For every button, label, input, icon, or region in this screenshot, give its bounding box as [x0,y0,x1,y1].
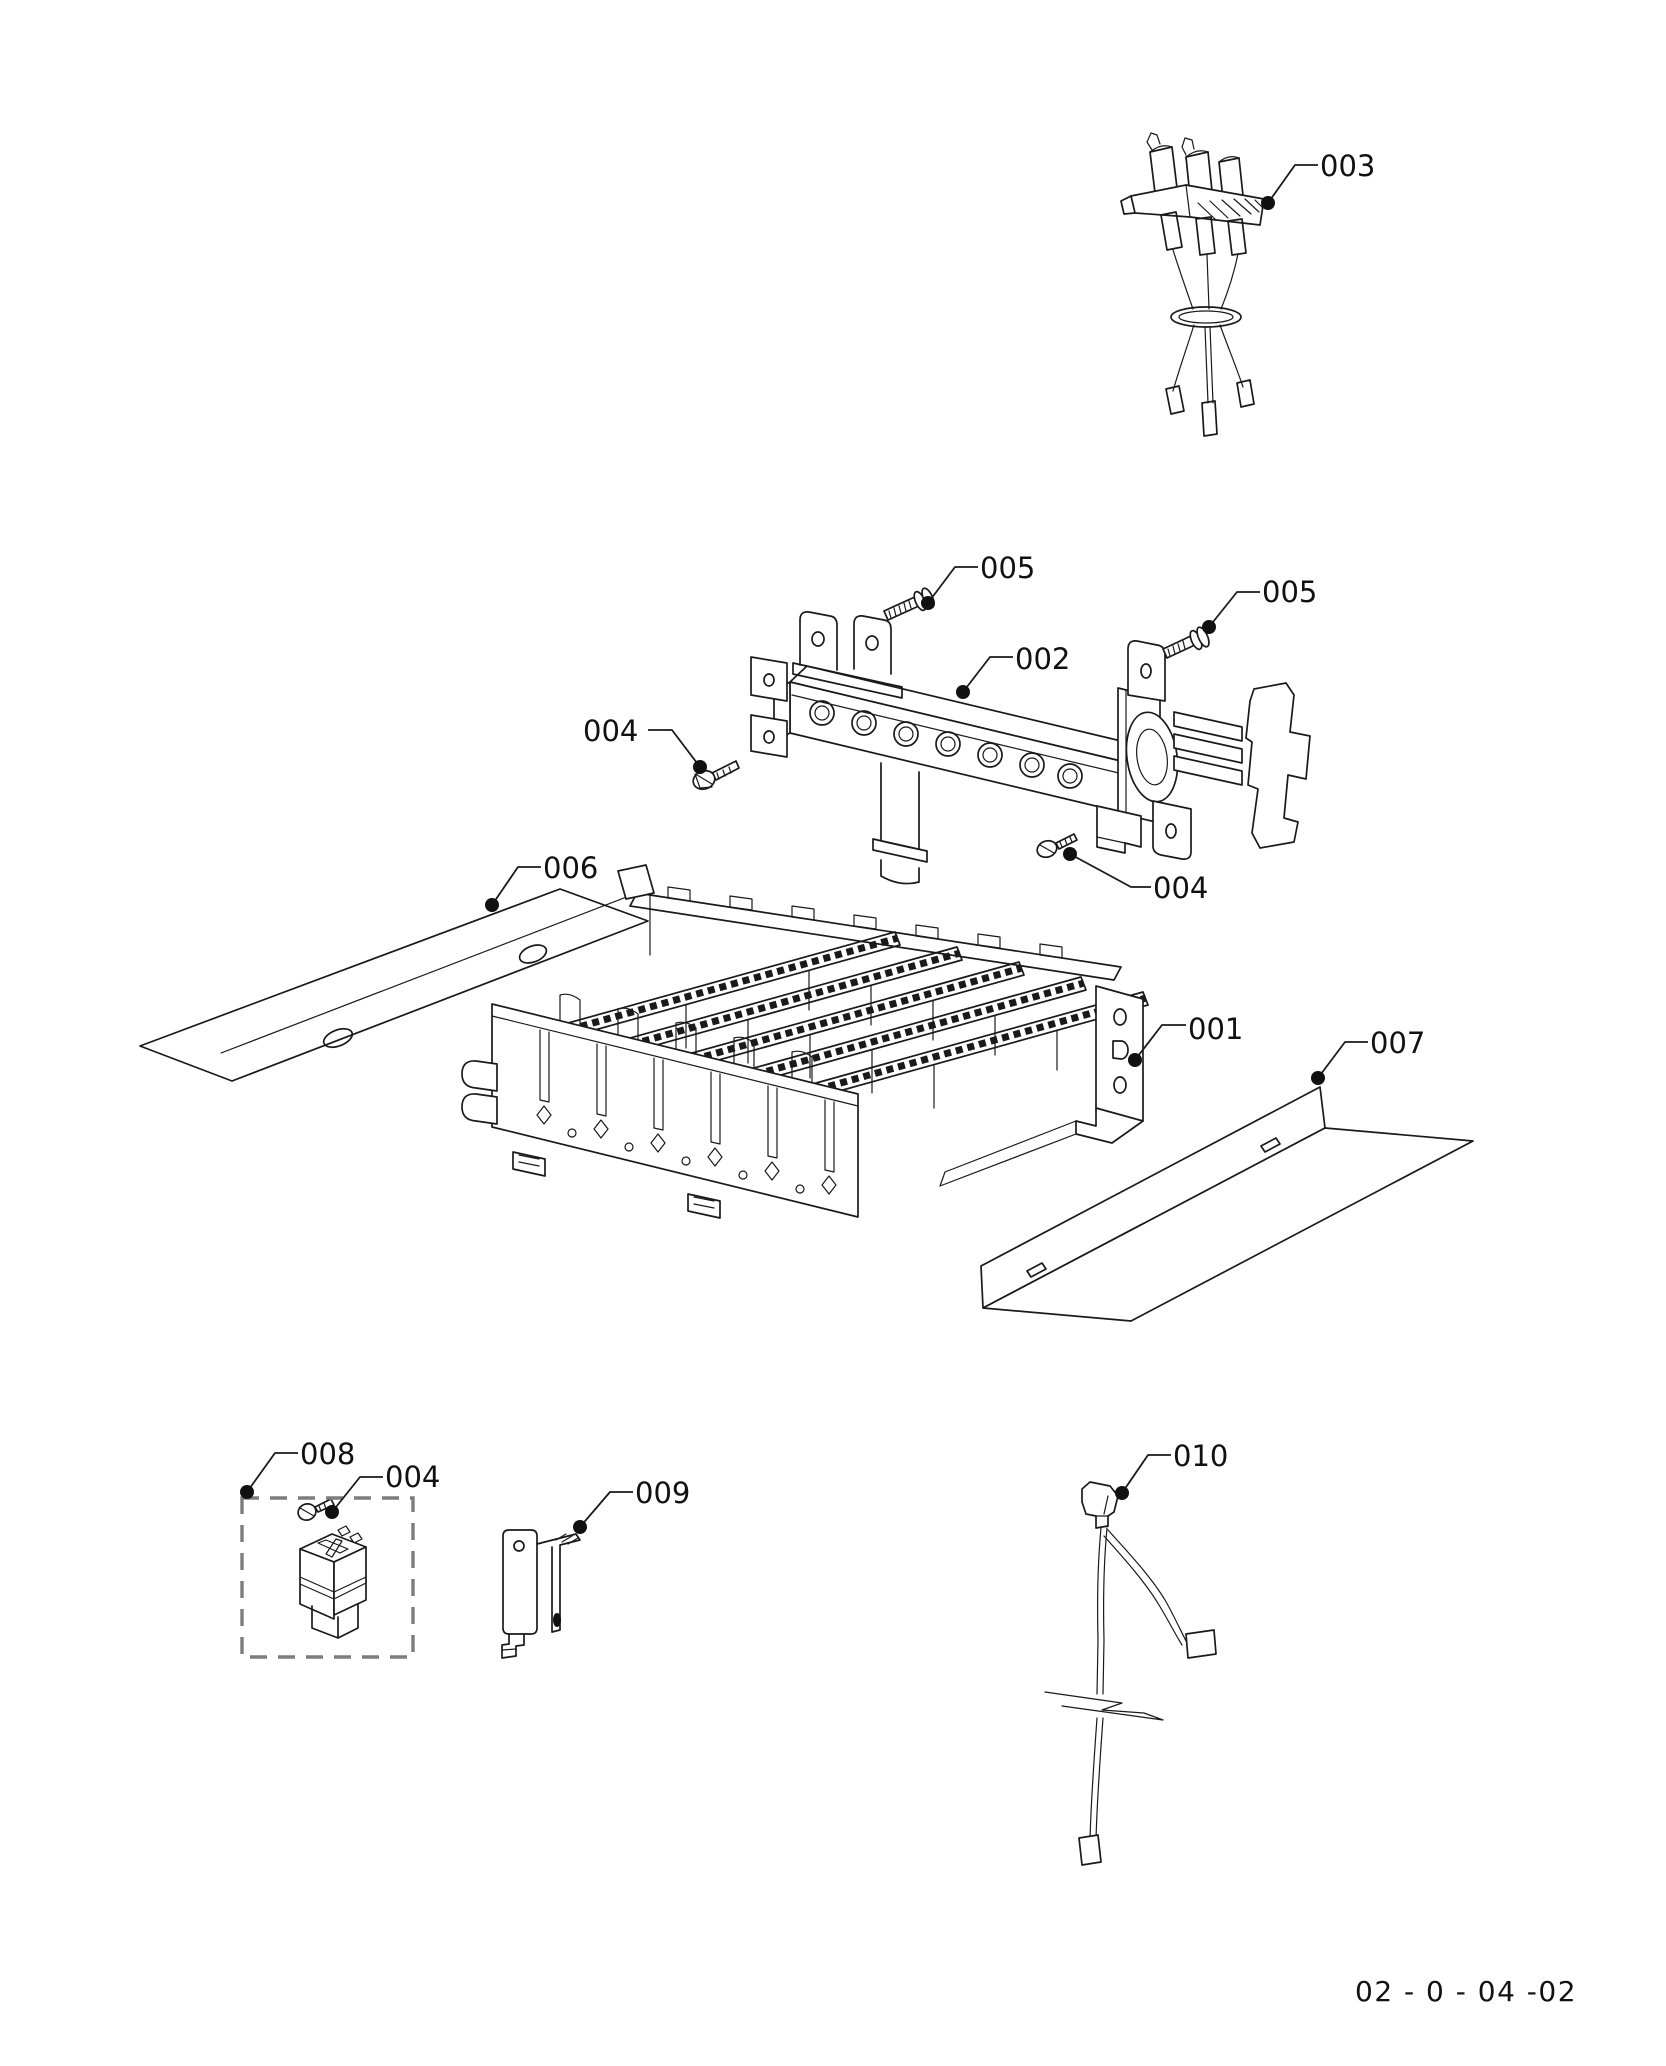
callout-label-004-kit: 004 [385,1460,440,1494]
ignition-cable-illustration [1044,1481,1217,1866]
right-panel-illustration [980,1086,1474,1322]
leader-dot-004-bottom [1063,847,1077,861]
leader-line-005-right [1208,591,1260,628]
leader-line-004-kit [331,1476,383,1513]
callout-label-003: 003 [1320,149,1375,183]
leader-dot-005-right [1202,620,1216,634]
screw-004-bottom-illustration [1036,833,1078,859]
screw-005-right-illustration [1162,626,1210,659]
front-plate-diamond-holes [536,1105,837,1195]
callout-label-008: 008 [300,1437,355,1471]
callout-label-002: 002 [1015,642,1070,676]
callout-label-006: 006 [543,851,598,885]
electrode-assembly-illustration [1120,132,1265,437]
leader-dot-005-top [921,596,935,610]
callout-010: 010 [1115,1439,1228,1500]
burner-rail-castellations [667,886,1063,959]
burner-tube-mouths [559,993,813,1084]
screw-004-kit-illustration [297,1498,335,1521]
leader-line-005-top [927,566,978,604]
leader-line-001 [1134,1024,1186,1061]
callout-label-004-bottom: 004 [1153,871,1208,905]
callout-005-top: 005 [921,551,1035,610]
leader-dot-008 [240,1485,254,1499]
manifold-illustration [750,611,1311,885]
callout-001: 001 [1128,1012,1243,1067]
leader-line-008 [246,1452,298,1493]
leader-line-002 [962,656,1013,693]
leader-dot-004-kit [325,1505,339,1519]
front-plate-fins [539,1029,835,1173]
callout-009: 009 [573,1476,690,1534]
injector-holes [809,700,1083,789]
wing-bracket [1245,682,1311,849]
callout-label-005-right: 005 [1262,575,1317,609]
leader-dot-010 [1115,1486,1129,1500]
callout-004-bottom: 004 [1063,847,1208,905]
kit-dashed-box [240,1496,415,1659]
callout-002: 002 [956,642,1070,699]
leader-line-004-bottom [1069,853,1151,888]
callout-label-010: 010 [1173,1439,1228,1473]
callout-label-005-top: 005 [980,551,1035,585]
burner-assembly-illustration [461,864,1149,1219]
burner-rails [542,931,1149,1109]
leader-dot-002 [956,685,970,699]
callout-004-kit: 004 [325,1460,440,1519]
callout-label-004-left: 004 [583,714,638,748]
callout-label-007: 007 [1370,1026,1425,1060]
leader-line-007 [1317,1041,1368,1079]
leader-line-006 [491,866,541,906]
leader-line-009 [579,1491,633,1528]
leader-line-010 [1121,1454,1171,1494]
callout-label-001: 001 [1188,1012,1243,1046]
callout-label-009: 009 [635,1476,690,1510]
leader-dot-003 [1261,196,1275,210]
leader-dot-006 [485,898,499,912]
left-panel-illustration [139,879,651,1082]
callout-006: 006 [485,851,598,912]
callout-008: 008 [240,1437,355,1499]
callout-003: 003 [1261,149,1375,210]
leader-line-004-left [648,729,701,768]
bracket-illustration [501,1529,581,1659]
leader-dot-004-left [693,760,707,774]
leader-line-003 [1267,164,1318,204]
leader-dot-001 [1128,1053,1142,1067]
drawing-code: 02 - 0 - 04 -02 [1355,1975,1577,2008]
callout-007: 007 [1311,1026,1425,1085]
callout-004-left: 004 [583,714,707,774]
support-block-illustration [299,1525,367,1639]
callout-005-right: 005 [1202,575,1317,634]
leader-dot-007 [1311,1071,1325,1085]
leader-dot-009 [573,1520,587,1534]
